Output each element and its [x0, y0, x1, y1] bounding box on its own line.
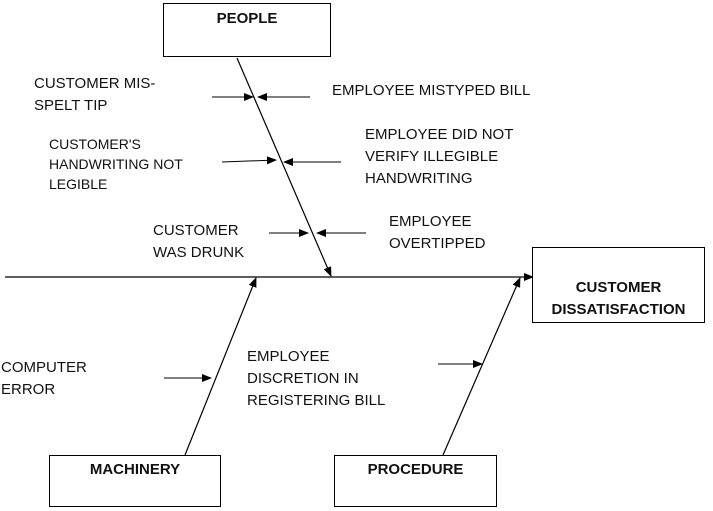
procedure-box: PROCEDURE: [334, 455, 497, 507]
cause-employee-overtipped: EMPLOYEE OVERTIPPED: [389, 213, 486, 252]
cause-customer-handwriting: CUSTOMER'S HANDWRITING NOT LEGIBLE: [49, 136, 183, 192]
people-box: PEOPLE: [163, 3, 331, 57]
people-label: PEOPLE: [216, 10, 278, 27]
effect-label: CUSTOMER DISSATISFACTION: [551, 279, 686, 318]
machinery-box: MACHINERY: [49, 455, 221, 507]
people-bone-arrow: [236, 57, 332, 277]
cause-customer-was-drunk: CUSTOMER WAS DRUNK: [153, 222, 245, 261]
machinery-bone-arrow: [184, 277, 257, 456]
cause-employee-did-not-verify: EMPLOYEE DID NOT VERIFY ILLEGIBLE HANDWR…: [365, 126, 514, 187]
arrow-customer-handwriting: [221, 156, 277, 165]
procedure-bone-arrow: [442, 277, 521, 456]
machinery-label: MACHINERY: [89, 461, 181, 478]
procedure-label: PROCEDURE: [367, 461, 464, 478]
cause-customer-misspelt-tip: CUSTOMER MIS- SPELT TIP: [34, 75, 156, 114]
effect-box: CUSTOMER DISSATISFACTION: [532, 247, 705, 323]
cause-computer-error: COMPUTER ERROR: [1, 359, 87, 398]
cause-employee-discretion: EMPLOYEE DISCRETION IN REGISTERING BILL: [247, 348, 386, 409]
cause-employee-mistyped-bill: EMPLOYEE MISTYPED BILL: [332, 82, 531, 99]
